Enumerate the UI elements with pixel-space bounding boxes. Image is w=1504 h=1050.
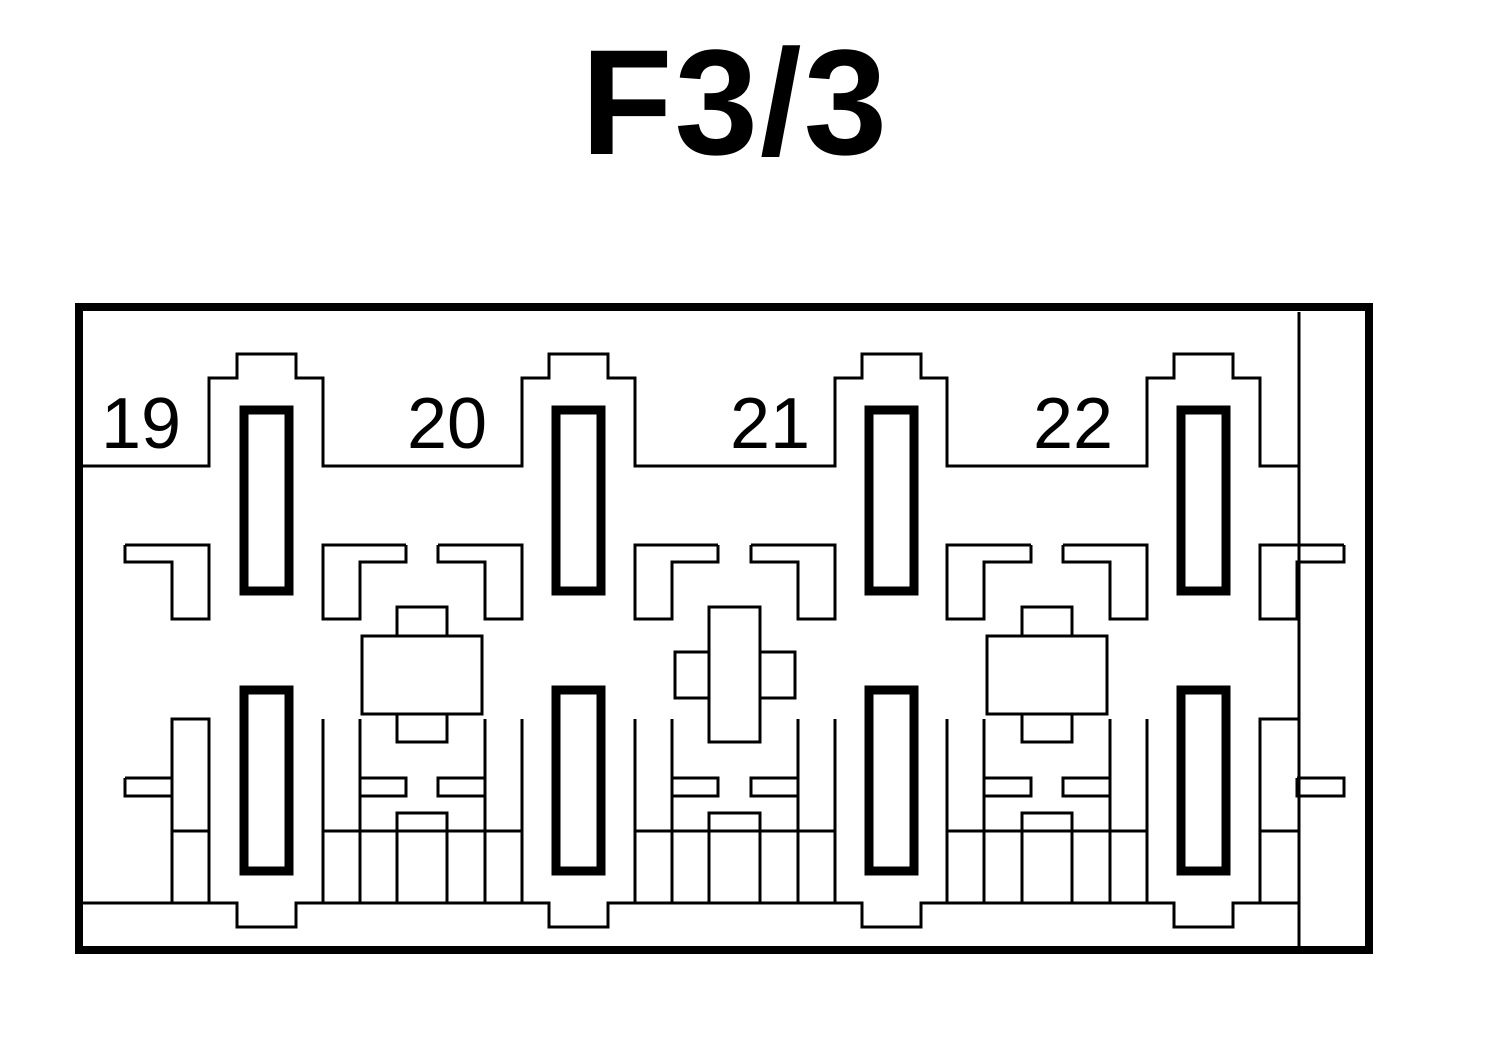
component-tab [758,650,797,700]
lower-terminal [123,776,174,798]
slot-label-19: 19 [101,384,181,464]
lower-terminal [672,776,720,798]
lower-terminal [360,776,408,798]
upper-terminal [749,543,837,621]
component-tab [1020,712,1074,744]
fuse-blade-lower [551,685,606,876]
lower-terminal [1061,776,1110,798]
bottom-housing-outline-2 [209,719,325,929]
upper-terminal [945,543,1033,621]
slot-label-22: 22 [1033,384,1113,464]
lower-terminal [1295,776,1346,798]
upper-terminal [633,543,720,621]
lower-terminal [984,776,1033,798]
fuse-blade-lower [1176,685,1231,876]
fuse-blade-upper [1176,405,1231,596]
lower-terminal [749,776,798,798]
slot-label-20: 20 [407,384,487,464]
component-tab [395,605,449,638]
component-block [360,634,484,716]
component-block [985,634,1109,716]
component-block [707,605,762,744]
lower-terminal [436,776,485,798]
fuse-blade-upper [239,405,294,596]
upper-terminal [123,543,211,621]
bottom-housing-outline-4 [833,719,949,929]
upper-terminal [1258,543,1346,621]
upper-terminal [321,543,408,621]
connector-block [707,811,762,905]
fuse-box-outline [75,303,1373,954]
fuse-blade-lower [864,685,919,876]
bottom-housing-outline [83,717,211,905]
connector-block [395,811,449,905]
bottom-housing-outline-5 [1145,717,1299,929]
slot-label-21: 21 [730,384,810,464]
upper-terminal [1061,543,1149,621]
component-tab [395,712,449,744]
bottom-housing-outline-3 [520,719,637,929]
fuse-blade-upper [864,405,919,596]
connector-block [1020,811,1074,905]
component-tab [1020,605,1074,638]
component-tab [673,650,711,700]
top-housing-outline [83,352,1299,468]
fuse-blade-upper [551,405,606,596]
fuse-blade-lower [239,685,294,876]
fuse-box-title: F3/3 [580,18,890,186]
upper-terminal [436,543,524,621]
